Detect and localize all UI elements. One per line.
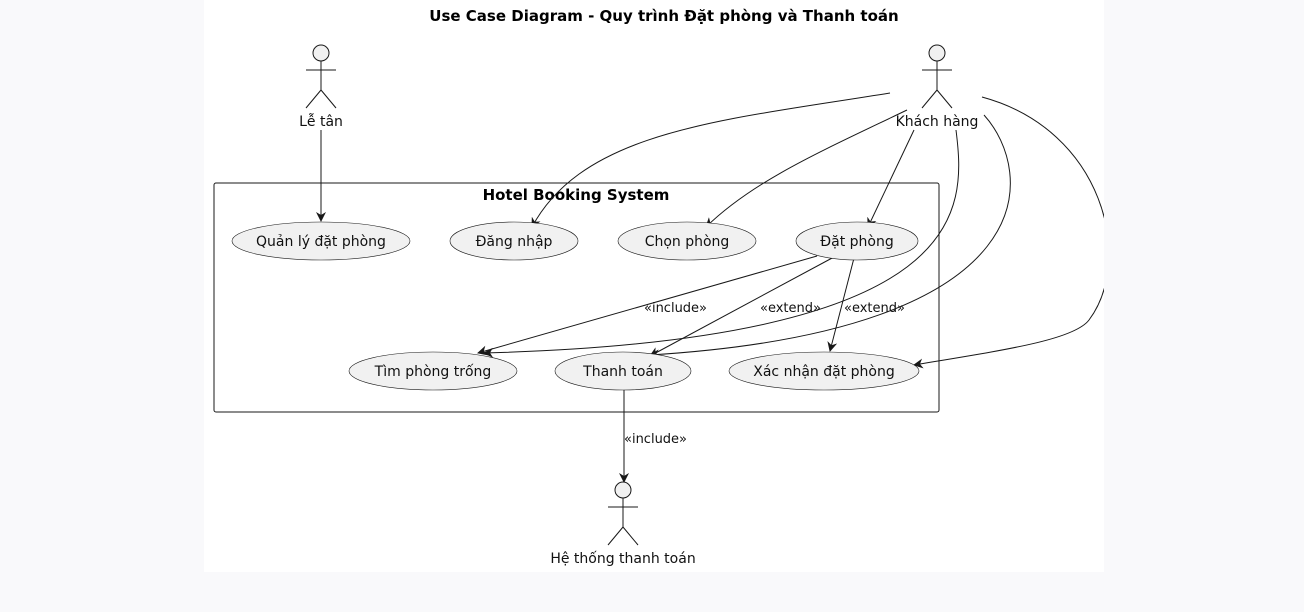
usecase-label: Chọn phòng	[645, 234, 730, 250]
assoc-customer-book	[867, 129, 915, 228]
actor-customer[interactable]: Khách hàng	[896, 44, 979, 130]
stereotype-extend-pay: «extend»	[760, 301, 821, 316]
actor-label: Khách hàng	[896, 114, 979, 130]
stereotype-extend-confirm: «extend»	[844, 301, 905, 316]
assoc-customer-login	[531, 92, 891, 228]
assoc-customer-pay	[649, 114, 1011, 360]
usecase-label: Thanh toán	[582, 364, 663, 380]
system-name: Hotel Booking System	[483, 186, 670, 204]
include-book-find	[477, 255, 818, 356]
system-boundary	[213, 182, 940, 413]
usecase-label: Tìm phòng trống	[374, 363, 492, 380]
stereotype-include-system: «include»	[624, 432, 687, 447]
assoc-customer-confirm	[913, 96, 1104, 369]
diagram-title: Use Case Diagram - Quy trình Đặt phòng v…	[429, 7, 898, 25]
actor-stick-figure-icon	[921, 44, 953, 109]
actor-stick-figure-icon	[305, 44, 337, 109]
stereotype-include-find: «include»	[644, 301, 707, 316]
usecase-label: Xác nhận đặt phòng	[753, 364, 894, 380]
usecase-login[interactable]: Đăng nhập	[449, 221, 579, 261]
diagram-canvas: Use Case Diagram - Quy trình Đặt phòng v…	[204, 0, 1104, 572]
usecase-book-room[interactable]: Đặt phòng	[795, 221, 919, 261]
extend-book-confirm	[827, 257, 855, 352]
usecase-confirm-booking[interactable]: Xác nhận đặt phòng	[728, 351, 920, 391]
usecase-find-room[interactable]: Tìm phòng trống	[348, 351, 518, 391]
assoc-customer-choose	[705, 109, 908, 228]
usecase-choose-room[interactable]: Chọn phòng	[617, 221, 757, 261]
usecase-manage-booking[interactable]: Quản lý đặt phòng	[231, 221, 411, 261]
usecase-label: Đăng nhập	[476, 234, 553, 250]
actor-payment-system[interactable]: Hệ thống thanh toán	[550, 481, 696, 567]
usecase-label: Đặt phòng	[820, 234, 893, 250]
assoc-customer-find	[483, 129, 960, 358]
actor-receptionist[interactable]: Lễ tân	[299, 44, 343, 130]
actor-label: Lễ tân	[299, 113, 343, 130]
use-case-diagram: Use Case Diagram - Quy trình Đặt phòng v…	[213, 7, 1104, 567]
actor-stick-figure-icon	[607, 481, 639, 546]
usecase-label: Quản lý đặt phòng	[256, 234, 386, 250]
actor-label: Hệ thống thanh toán	[550, 550, 695, 567]
extend-book-pay	[649, 256, 835, 357]
usecase-payment[interactable]: Thanh toán	[554, 351, 692, 391]
